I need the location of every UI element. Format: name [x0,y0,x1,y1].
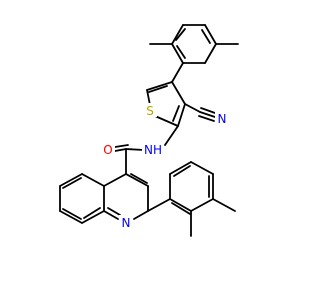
bond [146,81,173,91]
bond [83,207,101,219]
bond [114,148,127,152]
bond [173,165,191,177]
quinoline-nitrogen-label: N [122,216,131,230]
sulfur-atom: S [143,103,157,118]
sulfur-label: S [146,104,154,118]
bond [103,210,119,220]
bond [81,173,105,187]
bond [171,24,184,45]
bond [171,62,184,83]
bond-layer [59,24,239,237]
bond [62,177,82,189]
bond [171,202,191,215]
bond [176,45,186,59]
bond [201,29,211,44]
bond [164,125,179,146]
bond [107,207,121,216]
bond [81,210,105,224]
amide-nitrogen-label: NH [144,143,162,157]
bond [198,115,215,122]
bond [154,115,179,127]
bond [125,173,149,187]
bond [212,198,236,212]
bond [114,144,129,148]
bond [147,198,171,212]
bond [190,161,214,175]
bond [199,111,216,118]
bond [175,28,186,41]
bond [204,24,217,45]
bond [190,198,214,212]
oxygen-atom: O [101,142,115,157]
bond [125,148,145,151]
bond [146,89,151,106]
oxygen-label: O [103,143,112,157]
bond [169,161,192,175]
bond [59,210,83,224]
bond [204,43,217,64]
bond [177,103,186,127]
bond [62,208,82,220]
bond [171,81,186,105]
quinoline-nitrogen-atom: N [119,215,133,230]
nitrile-nitrogen-atom: N [215,111,229,126]
bond [200,107,216,114]
bond [103,173,127,187]
bond [148,85,168,93]
bond [172,105,180,122]
bond [130,173,148,184]
bond [184,103,201,113]
atom-labels: S N O NH N [101,103,229,230]
nitrile-nitrogen-label: N [218,112,227,126]
bond [169,198,192,212]
molecule-structure: S N O NH N [59,24,239,237]
amide-nitrogen-atom: NH [142,142,164,157]
bond [171,43,184,64]
bond [133,210,149,220]
bond [59,173,83,187]
